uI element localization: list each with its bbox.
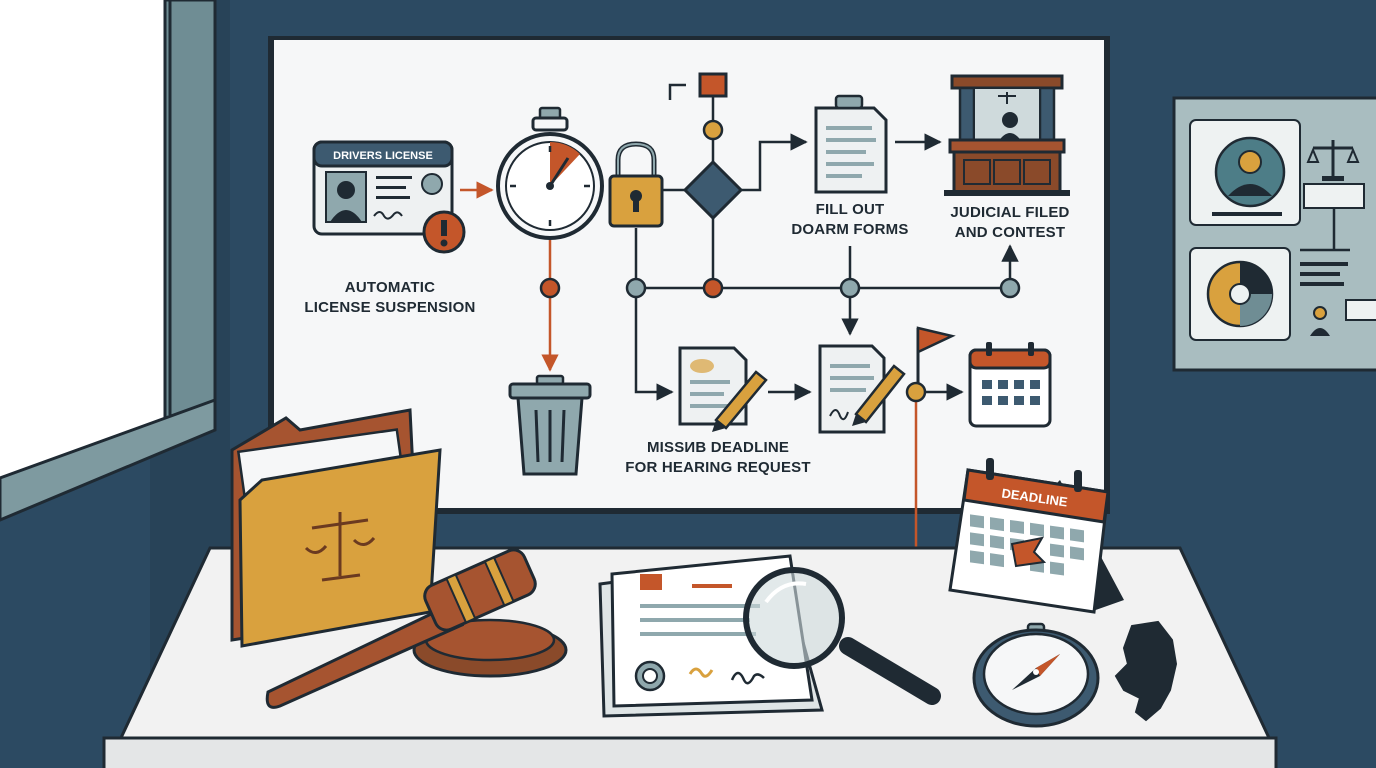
user-icon [1310, 306, 1330, 336]
padlock-icon [608, 141, 664, 228]
window [0, 0, 217, 522]
avatar-icon [1214, 136, 1286, 208]
stopwatch-icon [496, 106, 604, 240]
label-fill-out-forms: FILL OUT DOARM FORMS [791, 201, 909, 238]
signed-document-icon [818, 344, 906, 434]
decision-diamond-icon [682, 159, 744, 221]
document-icon [814, 94, 888, 194]
flow-nodes [539, 119, 1021, 403]
courthouse-icon [944, 74, 1070, 196]
trash-can-icon [508, 374, 592, 476]
license-card-header: DRIVERS LICENSE [333, 150, 433, 162]
pencil-icon [712, 370, 768, 432]
calendar-icon [968, 342, 1052, 428]
seal-icon [634, 660, 666, 692]
magnifying-glass-icon [743, 567, 941, 705]
flag-icon [916, 326, 956, 384]
folder-icon [230, 408, 442, 648]
state-map-icon [1114, 620, 1178, 722]
gavel-icon [265, 548, 568, 709]
scales-of-justice-icon [1306, 140, 1360, 181]
compass-icon [972, 622, 1100, 728]
label-missed-deadline: MISSИB DEADLINE FOR HEARING REQUEST [625, 439, 811, 476]
warning-icon [422, 210, 466, 254]
pie-chart-icon [1206, 260, 1274, 328]
desk-calendar-icon [948, 458, 1124, 614]
label-automatic-suspension: AUTOMATIC LICENSE SUSPENSION [304, 279, 476, 316]
folder-scales-icon [304, 512, 376, 582]
drivers-license-icon [312, 140, 454, 236]
document-pencil-icon [678, 346, 768, 432]
label-judicial-contest: JUDICIAL FILED AND CONTEST [950, 204, 1070, 241]
process-box [698, 72, 728, 98]
wall-poster [1172, 96, 1376, 372]
